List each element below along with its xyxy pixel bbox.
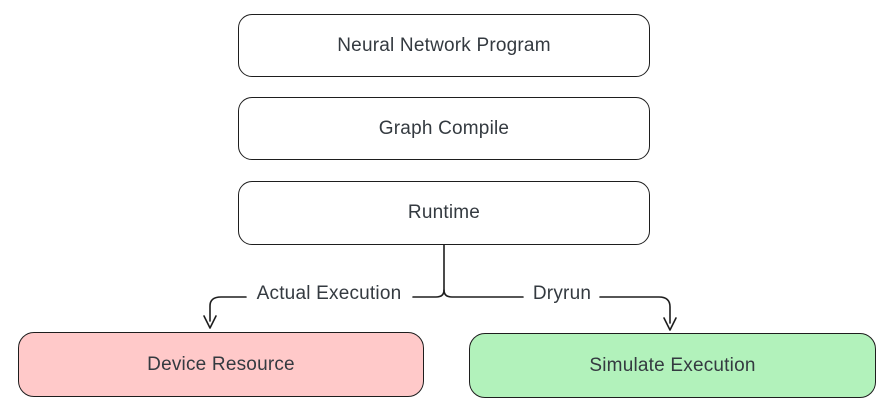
node-runtime: Runtime [238, 181, 650, 245]
node-neural-network-program: Neural Network Program [238, 14, 650, 77]
node-simulate-execution-label: Simulate Execution [589, 354, 756, 376]
edge-dryrun-line [443, 289, 524, 298]
edge-dryrun-arrowhead [663, 317, 677, 331]
node-neural-network-program-label: Neural Network Program [337, 34, 551, 56]
node-runtime-label: Runtime [407, 202, 481, 223]
node-device-resource: Device Resource [18, 332, 424, 397]
node-device-resource-label: Device Resource [147, 353, 295, 375]
node-graph-compile: Graph Compile [238, 97, 650, 160]
edge-dryrun-tail [599, 296, 671, 324]
edge-label-dryrun: Dryrun [527, 283, 597, 305]
edge-actual-execution-tail [209, 296, 247, 322]
node-graph-compile-label: Graph Compile [378, 117, 510, 139]
edge-label-actual-execution: Actual Execution [251, 283, 407, 305]
node-simulate-execution: Simulate Execution [469, 333, 876, 398]
edge-actual-execution-line [412, 244, 445, 298]
edge-actual-execution-arrowhead [203, 315, 217, 329]
